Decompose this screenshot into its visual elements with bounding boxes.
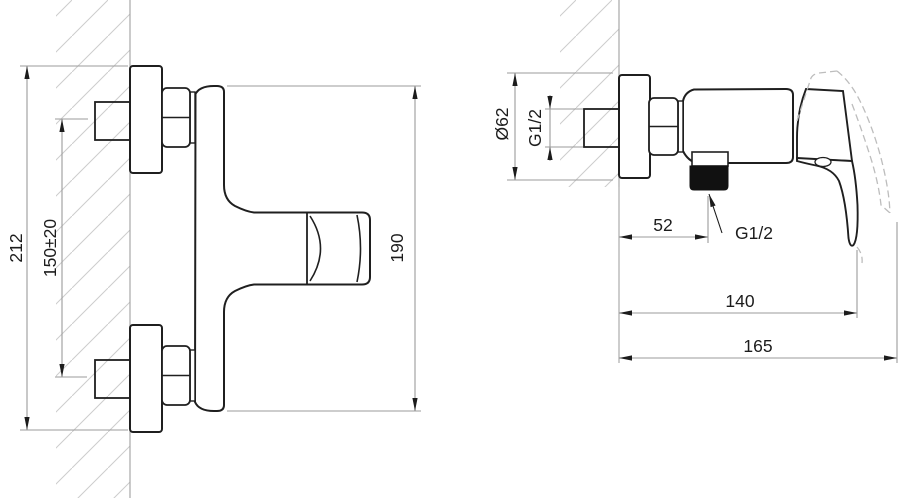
overall-height-label: 212 [6, 233, 26, 262]
arrowhead-left [619, 355, 632, 361]
lever-depth-label: 140 [725, 291, 754, 311]
handle-cap-arc [356, 214, 362, 283]
flange-diameter-label: Ø62 [492, 107, 512, 140]
arrowhead-up [24, 66, 30, 79]
handle-lever [796, 156, 859, 247]
dimension-flange-diameter: Ø62 [492, 72, 613, 181]
outlet-offset-label: 52 [653, 215, 672, 235]
arrowhead-left [619, 310, 632, 316]
bottom-wall-flange [129, 324, 163, 433]
wall-flange [618, 74, 651, 179]
outlet-thread [689, 165, 729, 191]
arrowhead-down [59, 364, 65, 377]
body-height-label: 190 [387, 233, 407, 262]
arrowhead-right [844, 310, 857, 316]
arrowhead-up [59, 119, 65, 132]
wall-hatching [56, 0, 130, 498]
dimension-overall-depth: 165 [619, 222, 898, 363]
side-view: Ø62 G1/2 52 G1/2 [492, 0, 898, 363]
arrowhead-right [884, 355, 897, 361]
dimension-lever-depth: 140 [619, 250, 858, 318]
dimension-body-height: 190 [227, 85, 421, 412]
arrowhead-down [24, 417, 30, 430]
arrowhead-left [619, 234, 632, 240]
arrowhead-down [547, 96, 553, 109]
arrowhead-right [695, 234, 708, 240]
inlet-thread-label: G1/2 [525, 109, 545, 147]
outlet-thread-label: G1/2 [735, 223, 773, 243]
mixer-body-outline [193, 85, 371, 412]
handle-phantom-raised [796, 70, 891, 264]
leader-arrowhead [709, 194, 716, 208]
inlet-spacing-label: 150±20 [40, 219, 60, 278]
handle-cap [796, 88, 854, 162]
arrowhead-up [412, 86, 418, 99]
outlet-collar [691, 151, 729, 167]
dimension-inlet-spacing: 150±20 [40, 118, 88, 378]
handle-dome-arc [309, 215, 322, 282]
dimension-outlet-offset: 52 [619, 196, 709, 243]
dimension-overall-height: 212 [6, 65, 128, 431]
front-view: 212 150±20 190 [6, 0, 421, 498]
arrowhead-up [512, 73, 518, 86]
arrowhead-down [412, 398, 418, 411]
handle-hub [814, 156, 832, 168]
arrowhead-up [547, 147, 553, 160]
overall-depth-label: 165 [743, 336, 772, 356]
dimension-inlet-thread: G1/2 [525, 95, 583, 161]
top-wall-flange [129, 65, 163, 174]
arrowhead-down [512, 167, 518, 180]
wall-hatching [560, 0, 619, 187]
leader-outlet-thread: G1/2 [708, 193, 773, 243]
